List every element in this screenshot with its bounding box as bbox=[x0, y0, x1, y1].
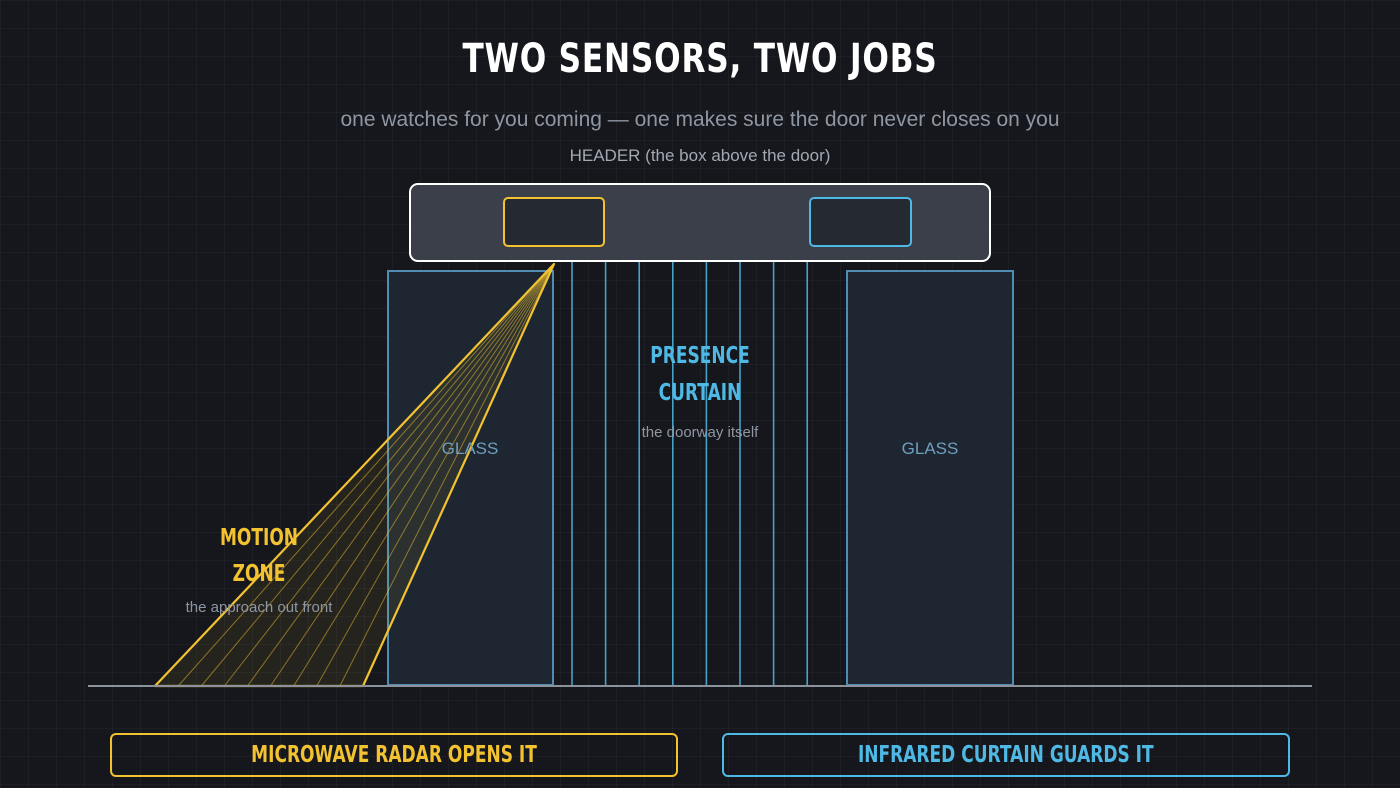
motion-title-line2: ZONE bbox=[232, 561, 286, 587]
radar-beam bbox=[316, 263, 555, 687]
motion-zone-caption: the approach out front bbox=[185, 599, 333, 616]
motion-zone-title: MOTION ZONE bbox=[185, 520, 333, 592]
glass-label-right: GLASS bbox=[901, 439, 959, 458]
microwave-radar-sensor bbox=[503, 197, 605, 247]
infrared-curtain-button-label: INFRARED CURTAIN GUARDS IT bbox=[858, 742, 1154, 768]
motion-zone-beams bbox=[177, 263, 555, 687]
presence-curtain-beams bbox=[571, 262, 809, 686]
page-title: TWO SENSORS, TWO JOBS bbox=[462, 36, 938, 82]
presence-curtain-caption: the doorway itself bbox=[641, 424, 759, 441]
presence-title-line2: CURTAIN bbox=[658, 380, 742, 406]
header-label: HEADER (the box above the door) bbox=[569, 146, 831, 165]
radar-beam bbox=[247, 263, 555, 687]
microwave-radar-button-label: MICROWAVE RADAR OPENS IT bbox=[251, 742, 537, 768]
infrared-curtain-button[interactable]: INFRARED CURTAIN GUARDS IT bbox=[722, 733, 1290, 777]
microwave-radar-button[interactable]: MICROWAVE RADAR OPENS IT bbox=[110, 733, 678, 777]
infrared-curtain-sensor bbox=[809, 197, 912, 247]
motion-title-line1: MOTION bbox=[219, 525, 299, 551]
glass-panel-left bbox=[387, 270, 554, 686]
presence-curtain-title: PRESENCE CURTAIN bbox=[626, 338, 774, 412]
radar-beam bbox=[339, 263, 555, 687]
radar-beam bbox=[200, 263, 555, 687]
radar-beam bbox=[223, 263, 555, 687]
radar-beam bbox=[177, 263, 555, 687]
glass-panel-right bbox=[846, 270, 1014, 686]
glass-label-left: GLASS bbox=[441, 439, 499, 458]
radar-beam bbox=[270, 263, 555, 687]
page-subtitle: one watches for you coming — one makes s… bbox=[340, 108, 1060, 131]
presence-title-line1: PRESENCE bbox=[650, 343, 750, 369]
radar-beam bbox=[293, 263, 555, 687]
